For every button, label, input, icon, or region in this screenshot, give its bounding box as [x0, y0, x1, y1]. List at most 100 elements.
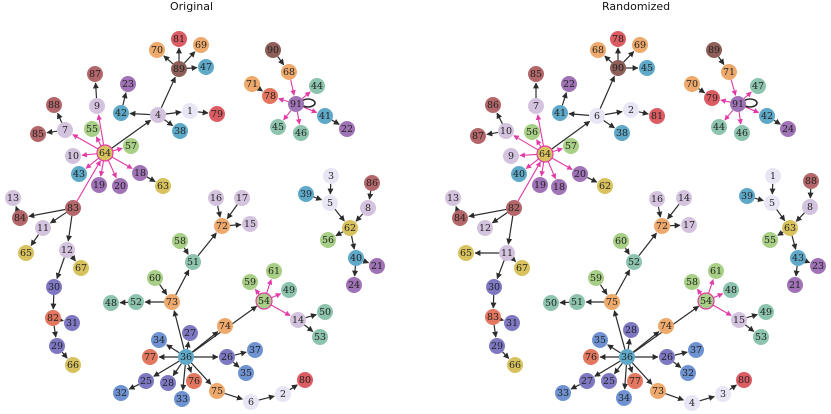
edge-right-29-66 — [502, 351, 510, 359]
node-left-17: 17 — [234, 190, 250, 206]
node-circle — [209, 383, 225, 399]
node-label: 64 — [539, 149, 551, 160]
node-left-76: 76 — [186, 373, 202, 389]
node-label: 50 — [545, 298, 557, 309]
node-circle — [485, 97, 501, 113]
node-label: 82 — [47, 313, 59, 324]
node-left-67: 67 — [73, 260, 89, 276]
node-label: 10 — [67, 151, 79, 162]
node-circle — [706, 42, 722, 58]
edge-right-26-37 — [674, 350, 688, 357]
node-left-35: 35 — [238, 365, 254, 381]
node-label: 39 — [741, 191, 753, 202]
edge-left-7-88 — [57, 112, 63, 123]
node-circle — [182, 103, 198, 119]
node-label: 47 — [200, 62, 212, 73]
edge-right-60-52 — [623, 247, 630, 255]
node-right-9: 9 — [503, 148, 519, 164]
edge-right-36-28 — [625, 338, 632, 350]
node-circle — [627, 373, 643, 389]
node-circle — [234, 190, 250, 206]
node-right-54: 54 — [697, 292, 715, 310]
edge-left-2-80 — [289, 384, 298, 391]
node-circle — [172, 123, 188, 139]
edge-left-82-29 — [51, 325, 58, 338]
node-label: 5 — [769, 198, 775, 209]
node-label: 74 — [660, 321, 672, 332]
edge-left-14-50 — [305, 313, 317, 319]
node-label: 23 — [812, 261, 824, 272]
node-circle — [103, 295, 119, 311]
node-right-74: 74 — [658, 318, 674, 334]
node-circle — [750, 78, 766, 94]
node-label: 39 — [300, 189, 312, 200]
node-circle — [281, 282, 297, 298]
node-label: 77 — [144, 352, 156, 363]
node-right-77: 77 — [627, 373, 643, 389]
node-label: 22 — [341, 124, 353, 135]
node-label: 81 — [173, 34, 185, 45]
node-label: 43 — [792, 253, 804, 264]
node-label: 27 — [581, 376, 593, 387]
edge-right-6-41 — [568, 111, 590, 118]
node-right-79: 79 — [704, 90, 720, 106]
node-circle — [790, 250, 806, 266]
edge-right-14-72 — [667, 203, 680, 220]
node-circle — [739, 188, 755, 204]
node-right-42: 42 — [759, 108, 775, 124]
edge-right-73-4 — [665, 393, 685, 402]
node-circle — [536, 145, 554, 163]
edge-right-36-25 — [613, 363, 623, 375]
node-circle — [658, 318, 674, 334]
node-circle — [57, 122, 73, 138]
node-circle — [569, 294, 585, 310]
node-circle — [639, 60, 655, 76]
node-label: 35 — [594, 335, 606, 346]
node-circle — [348, 250, 364, 266]
node-circle — [174, 391, 190, 407]
node-right-50: 50 — [543, 295, 559, 311]
edge-left-91-41 — [303, 106, 318, 114]
node-circle — [323, 168, 339, 184]
node-label: 80 — [738, 375, 750, 386]
node-right-84: 84 — [452, 210, 468, 226]
node-left-40: 40 — [348, 250, 364, 266]
edge-right-64-10 — [513, 135, 539, 151]
node-left-58: 58 — [172, 233, 188, 249]
node-circle — [369, 258, 385, 274]
node-circle — [123, 138, 139, 154]
left-panel-title: Original — [170, 0, 214, 13]
node-label: 21 — [371, 261, 383, 272]
edge-left-64-43 — [85, 157, 100, 169]
edge-left-72-15 — [229, 222, 242, 229]
node-circle — [171, 31, 187, 47]
edge-right-6-2 — [604, 109, 623, 116]
edge-right-36-27 — [594, 360, 621, 377]
node-circle — [112, 178, 128, 194]
edge-right-64-40 — [525, 158, 539, 169]
edge-right-71-91 — [730, 79, 737, 96]
node-right-63: 63 — [782, 220, 798, 236]
node-label: 6 — [248, 397, 254, 408]
node-circle — [5, 190, 21, 206]
node-circle — [579, 373, 595, 389]
node-circle — [65, 148, 81, 164]
node-circle — [270, 119, 286, 135]
node-label: 16 — [651, 194, 663, 205]
node-left-10: 10 — [65, 148, 81, 164]
node-label: 32 — [682, 368, 694, 379]
node-right-68: 68 — [590, 42, 606, 58]
node-label: 79 — [211, 109, 223, 120]
node-circle — [147, 270, 163, 286]
node-label: 14 — [678, 193, 690, 204]
edge-left-83-64 — [76, 160, 101, 202]
edge-right-90-68 — [604, 55, 613, 64]
node-right-6: 6 — [589, 108, 605, 124]
node-left-64: 64 — [96, 144, 114, 162]
node-circle — [342, 220, 358, 236]
node-label: 75 — [211, 386, 223, 397]
edge-left-86-8 — [367, 190, 374, 200]
node-left-31: 31 — [64, 315, 80, 331]
node-circle — [317, 304, 333, 320]
node-label: 19 — [534, 180, 546, 191]
